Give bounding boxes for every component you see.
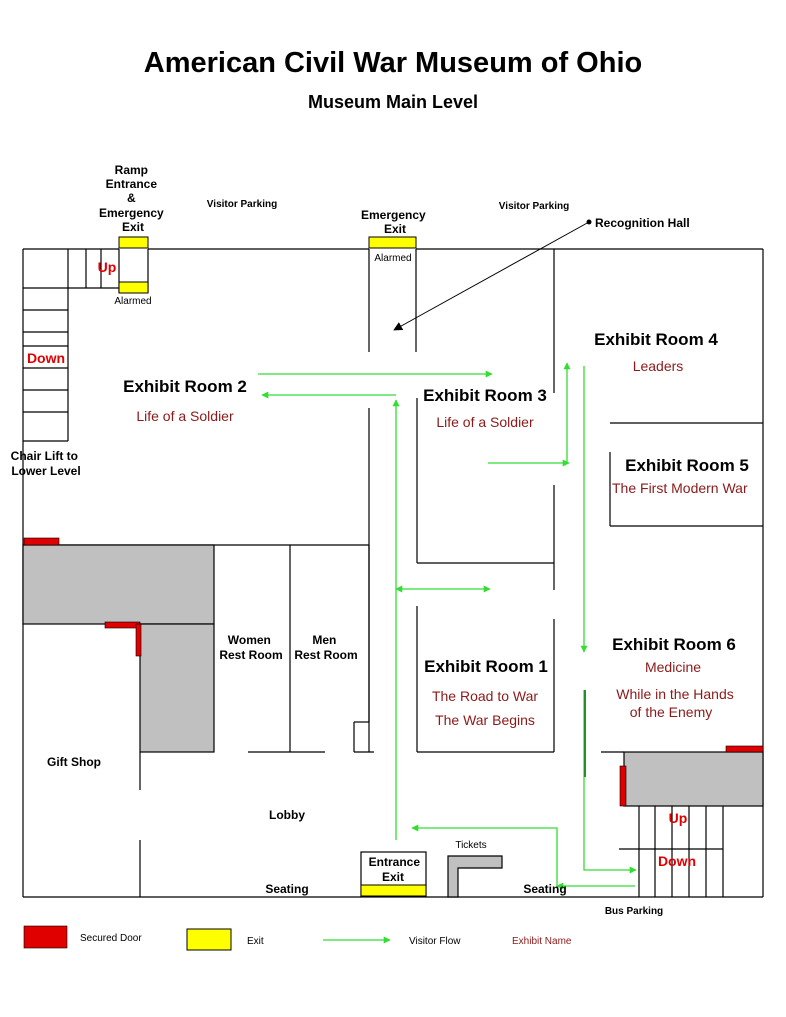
legend-secured-door-swatch	[23, 925, 68, 949]
page-title: American Civil War Museum of Ohio	[144, 47, 642, 79]
visitor-parking-label: Visitor Parking	[499, 201, 569, 212]
recognition-hall-label: Recognition Hall	[595, 216, 690, 230]
stairs-up-label: Up	[98, 259, 117, 275]
visitor-parking-label: Visitor Parking	[207, 199, 277, 210]
stairs-up-label: Up	[669, 810, 688, 826]
legend-exhibit-name-label: Exhibit Name	[512, 936, 572, 947]
secured-door	[135, 623, 142, 657]
room-name-exhibit-6: Exhibit Room 6	[612, 635, 736, 654]
room-name-exhibit-2: Exhibit Room 2	[123, 377, 247, 396]
recognition-hall-pointer	[393, 221, 590, 331]
entrance-vestibule	[360, 851, 427, 898]
bottom-right-stairs	[619, 806, 724, 897]
women-rest-room-label: Women Rest Room	[219, 633, 282, 662]
outer-walls	[22, 248, 764, 898]
exhibit-name: While in the Hands	[616, 686, 734, 702]
secured-door	[104, 621, 141, 629]
storage-block-left	[22, 544, 215, 625]
exhibit-name: Medicine	[645, 659, 701, 675]
page-subtitle: Museum Main Level	[308, 92, 478, 112]
entrance-exit-label: Entrance Exit	[369, 855, 424, 884]
legend-secured-door-label: Secured Door	[80, 933, 142, 944]
room-name-exhibit-4: Exhibit Room 4	[594, 330, 718, 349]
exhibit-name: Leaders	[633, 358, 684, 374]
emergency-exit-label: Emergency Exit	[361, 208, 429, 236]
ramp-entrance-label: Ramp Entrance & Emergency Exit	[99, 163, 167, 234]
secured-door	[23, 537, 60, 546]
seating-label: Seating	[523, 882, 566, 896]
seating-label: Seating	[265, 882, 308, 896]
room-name-exhibit-5: Exhibit Room 5	[625, 456, 749, 475]
bus-parking-label: Bus Parking	[605, 906, 663, 917]
exhibit-name: Life of a Soldier	[136, 408, 234, 424]
exhibit-name: The War Begins	[435, 712, 535, 728]
visitor-flow-arrows	[258, 362, 637, 890]
entrance-exit-door	[360, 884, 427, 897]
ramp-exit-door-lower	[118, 281, 149, 294]
men-rest-room-label: Men Rest Room	[294, 633, 357, 662]
alarmed-label: Alarmed	[114, 296, 151, 307]
legend-visitor-flow-label: Visitor Flow	[409, 936, 461, 947]
lobby-label: Lobby	[269, 808, 305, 822]
stairs-down-label: Down	[27, 350, 65, 366]
gift-shop-label: Gift Shop	[47, 755, 101, 769]
storage-block-right	[623, 751, 764, 807]
legend-exit-label: Exit	[247, 936, 264, 947]
tickets-label: Tickets	[455, 840, 486, 851]
room-name-exhibit-3: Exhibit Room 3	[423, 386, 547, 405]
exhibit-name: Life of a Soldier	[436, 414, 534, 430]
chair-lift-label: Chair Lift to Lower Level	[11, 449, 82, 478]
ticket-counter	[447, 855, 503, 898]
secured-door	[619, 765, 627, 807]
legend-exit-swatch	[186, 928, 232, 951]
room-name-exhibit-1: Exhibit Room 1	[424, 657, 548, 676]
exhibit-name: of the Enemy	[630, 704, 713, 720]
exhibit-name: The First Modern War	[612, 480, 748, 496]
legend: Secured Door Exit Visitor Flow Exhibit N…	[23, 925, 572, 951]
recognition-hall-dot	[586, 219, 592, 225]
exhibit-name: The Road to War	[432, 688, 538, 704]
alarmed-label: Alarmed	[374, 253, 411, 264]
stairs-down-label: Down	[658, 853, 696, 869]
left-stairs	[23, 288, 69, 442]
secured-door	[725, 745, 764, 753]
storage-block-middle	[139, 623, 215, 753]
emergency-exit-door	[368, 236, 417, 249]
ramp-exit-door	[118, 236, 149, 249]
